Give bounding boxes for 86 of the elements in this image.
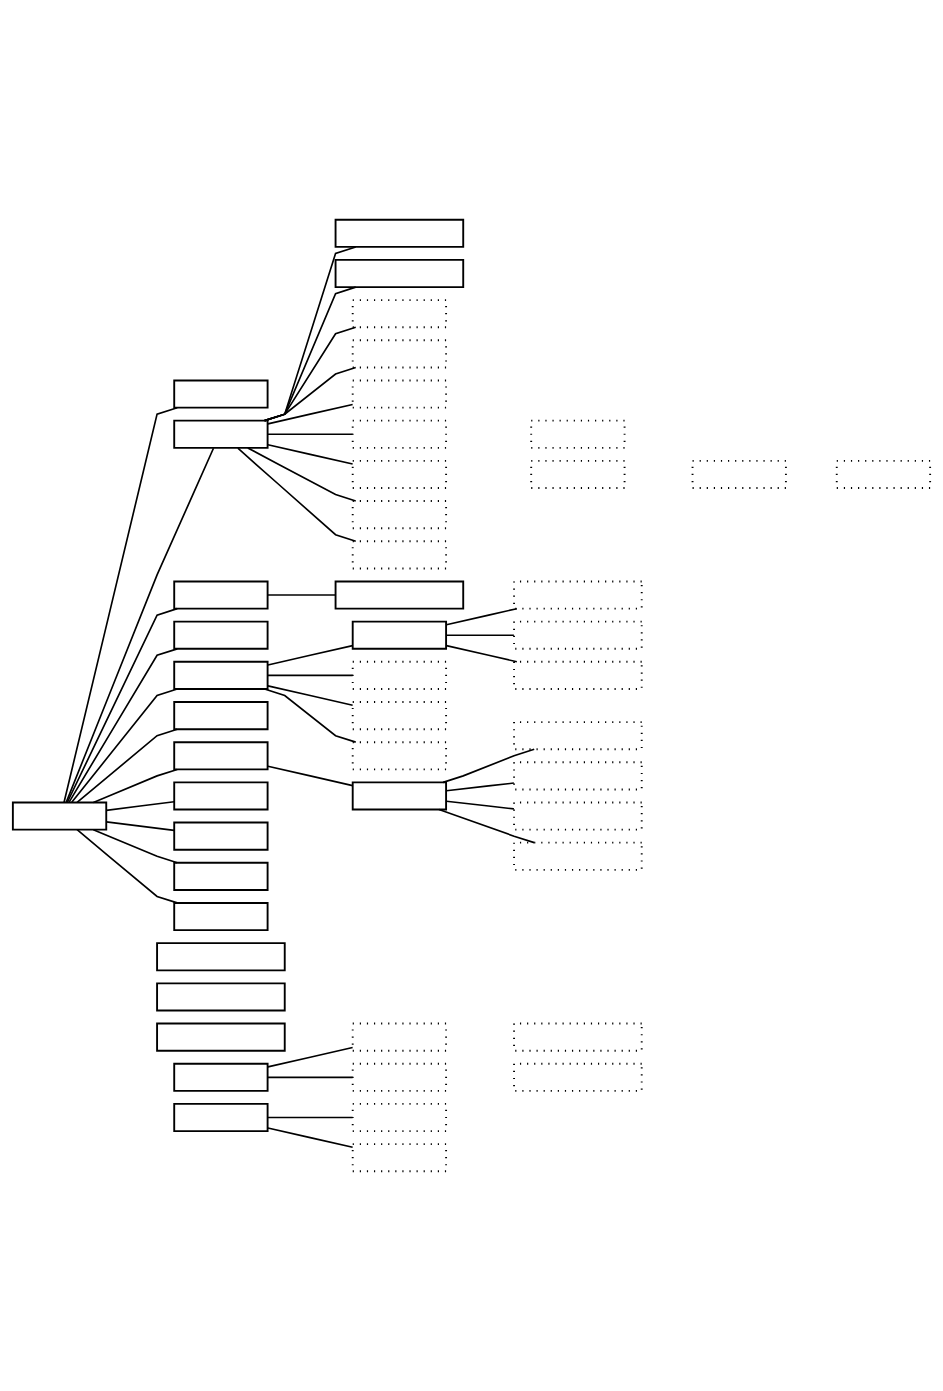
node-box bbox=[351, 459, 448, 489]
node-box bbox=[173, 379, 269, 409]
connector bbox=[267, 685, 354, 706]
connector bbox=[237, 447, 357, 543]
connector bbox=[267, 1076, 354, 1079]
connector bbox=[105, 821, 175, 832]
node-box bbox=[173, 580, 269, 610]
node-box bbox=[351, 379, 448, 409]
node-box bbox=[156, 982, 286, 1012]
node-box bbox=[334, 580, 465, 610]
node-box bbox=[173, 620, 269, 650]
node-box bbox=[513, 1062, 643, 1092]
connector bbox=[442, 748, 536, 784]
node-box bbox=[351, 701, 448, 731]
node-box bbox=[351, 1022, 448, 1052]
node-box bbox=[173, 821, 269, 851]
node-box bbox=[173, 701, 269, 731]
node-box bbox=[156, 1022, 286, 1052]
node-box bbox=[530, 459, 626, 489]
node-box bbox=[530, 419, 626, 449]
node-box bbox=[351, 1062, 448, 1092]
connector bbox=[63, 406, 179, 804]
connector bbox=[267, 403, 354, 425]
connector bbox=[263, 246, 357, 422]
connector bbox=[445, 800, 515, 810]
node-box bbox=[513, 721, 643, 751]
node-box bbox=[351, 781, 448, 811]
node-box bbox=[513, 761, 643, 791]
node-box bbox=[835, 459, 932, 489]
node-box bbox=[173, 419, 269, 449]
connector bbox=[267, 433, 354, 436]
node-box bbox=[156, 942, 286, 972]
node-box bbox=[173, 902, 269, 932]
connector bbox=[445, 782, 515, 792]
node-box bbox=[513, 841, 643, 871]
node-box bbox=[351, 1102, 448, 1133]
node-box bbox=[351, 500, 448, 530]
node-box bbox=[173, 1062, 269, 1092]
connector bbox=[76, 728, 179, 804]
node-box bbox=[173, 781, 269, 811]
node-box bbox=[173, 1102, 269, 1133]
connector bbox=[267, 1127, 354, 1149]
node-box bbox=[11, 801, 108, 831]
node-box bbox=[513, 660, 643, 690]
node-box bbox=[351, 620, 448, 650]
connector bbox=[263, 286, 357, 422]
connector bbox=[70, 688, 179, 804]
node-box bbox=[351, 1143, 448, 1173]
node-box bbox=[351, 660, 448, 690]
connector bbox=[263, 688, 357, 743]
connector bbox=[267, 674, 354, 677]
node-box bbox=[173, 861, 269, 891]
node-box bbox=[173, 741, 269, 771]
connector bbox=[263, 326, 357, 422]
node-box bbox=[351, 540, 448, 570]
connector bbox=[267, 765, 354, 787]
connector bbox=[267, 443, 354, 465]
connector bbox=[247, 447, 357, 502]
connector bbox=[92, 828, 179, 864]
node-box bbox=[513, 620, 643, 650]
connector bbox=[92, 768, 179, 804]
connector bbox=[438, 808, 536, 844]
node-box bbox=[691, 459, 787, 489]
connector bbox=[445, 607, 518, 626]
connector bbox=[105, 800, 175, 812]
connector bbox=[267, 1116, 354, 1119]
connector bbox=[65, 447, 215, 804]
connector bbox=[267, 594, 337, 596]
connector bbox=[445, 634, 515, 637]
connector bbox=[263, 366, 357, 422]
node-box bbox=[513, 580, 643, 610]
node-box bbox=[351, 299, 448, 329]
connector bbox=[76, 828, 179, 904]
node-box bbox=[351, 419, 448, 449]
node-box bbox=[334, 218, 465, 248]
connector bbox=[267, 644, 354, 666]
node-box bbox=[351, 339, 448, 369]
node-box bbox=[513, 801, 643, 831]
node-box bbox=[334, 258, 465, 289]
connector bbox=[66, 607, 179, 804]
connector bbox=[445, 644, 518, 663]
node-box bbox=[351, 741, 448, 771]
node-box bbox=[173, 660, 269, 690]
node-box bbox=[513, 1022, 643, 1052]
connector bbox=[267, 1046, 354, 1068]
connector bbox=[68, 648, 179, 804]
